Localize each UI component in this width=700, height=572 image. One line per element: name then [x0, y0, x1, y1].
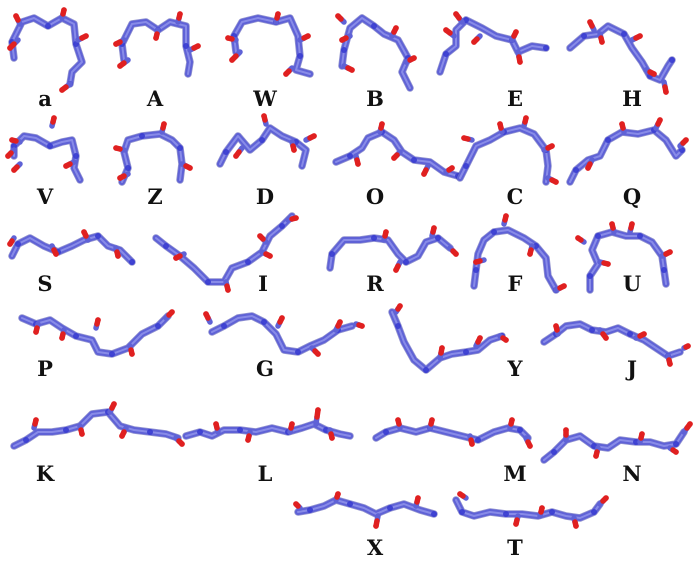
- backbone-N: [540, 421, 693, 464]
- panel-label-K: K: [35, 461, 55, 486]
- backbone-B: [335, 13, 417, 92]
- panel-label-O: O: [365, 184, 385, 209]
- backbone-P: [18, 309, 175, 358]
- panel-label-C: C: [506, 184, 524, 209]
- panel-label-G: G: [256, 356, 274, 381]
- backbone-K: [10, 401, 185, 450]
- panel-label-W: W: [253, 86, 277, 111]
- backbone-X: [293, 491, 438, 529]
- panel-label-V: V: [36, 184, 54, 209]
- backbone-T: [452, 491, 609, 529]
- backbone-E: [436, 11, 550, 76]
- backbone-Q: [566, 117, 689, 186]
- panel-label-X: X: [366, 535, 384, 560]
- backbone-O: [332, 121, 462, 180]
- backbone-G: [203, 311, 365, 357]
- backbone-A: [113, 11, 201, 78]
- panel-label-E: E: [506, 86, 524, 111]
- panel-label-Z: Z: [147, 184, 163, 209]
- backbone-a: [7, 7, 89, 93]
- panel-label-L: L: [257, 461, 273, 486]
- panel-label-I: I: [258, 271, 268, 296]
- panel-label-F: F: [507, 271, 523, 296]
- panel-label-A: A: [146, 86, 164, 111]
- panel-label-Y: Y: [507, 356, 523, 381]
- panel-label-M: M: [503, 461, 527, 486]
- panel-label-S: S: [37, 271, 53, 296]
- backbone-Z: [113, 121, 193, 186]
- backbone-C: [456, 115, 559, 186]
- backbone-F: [470, 213, 567, 294]
- panel-label-B: B: [366, 86, 384, 111]
- backbone-S: [7, 229, 136, 266]
- backbone-R: [326, 225, 459, 273]
- backbone-M: [372, 417, 533, 449]
- panel-label-J: J: [627, 356, 637, 381]
- backbone-Y: [388, 303, 509, 374]
- backbone-J: [540, 320, 691, 367]
- panel-label-a: a: [38, 86, 52, 111]
- panel-label-H: H: [622, 86, 642, 111]
- backbone-L: [182, 407, 354, 443]
- panel-label-Q: Q: [622, 184, 642, 209]
- backbone-H: [566, 19, 676, 95]
- backbone-W: [225, 11, 314, 78]
- backbone-V: [5, 115, 84, 184]
- panel-label-U: U: [622, 271, 642, 296]
- panel-label-D: D: [255, 184, 275, 209]
- panel-label-N: N: [622, 461, 642, 486]
- backbone-I: [152, 212, 299, 293]
- panel-label-R: R: [366, 271, 384, 296]
- backbone-U: [575, 221, 673, 294]
- panel-label-T: T: [507, 535, 523, 560]
- panel-label-P: P: [37, 356, 53, 381]
- backbone-D: [216, 113, 317, 170]
